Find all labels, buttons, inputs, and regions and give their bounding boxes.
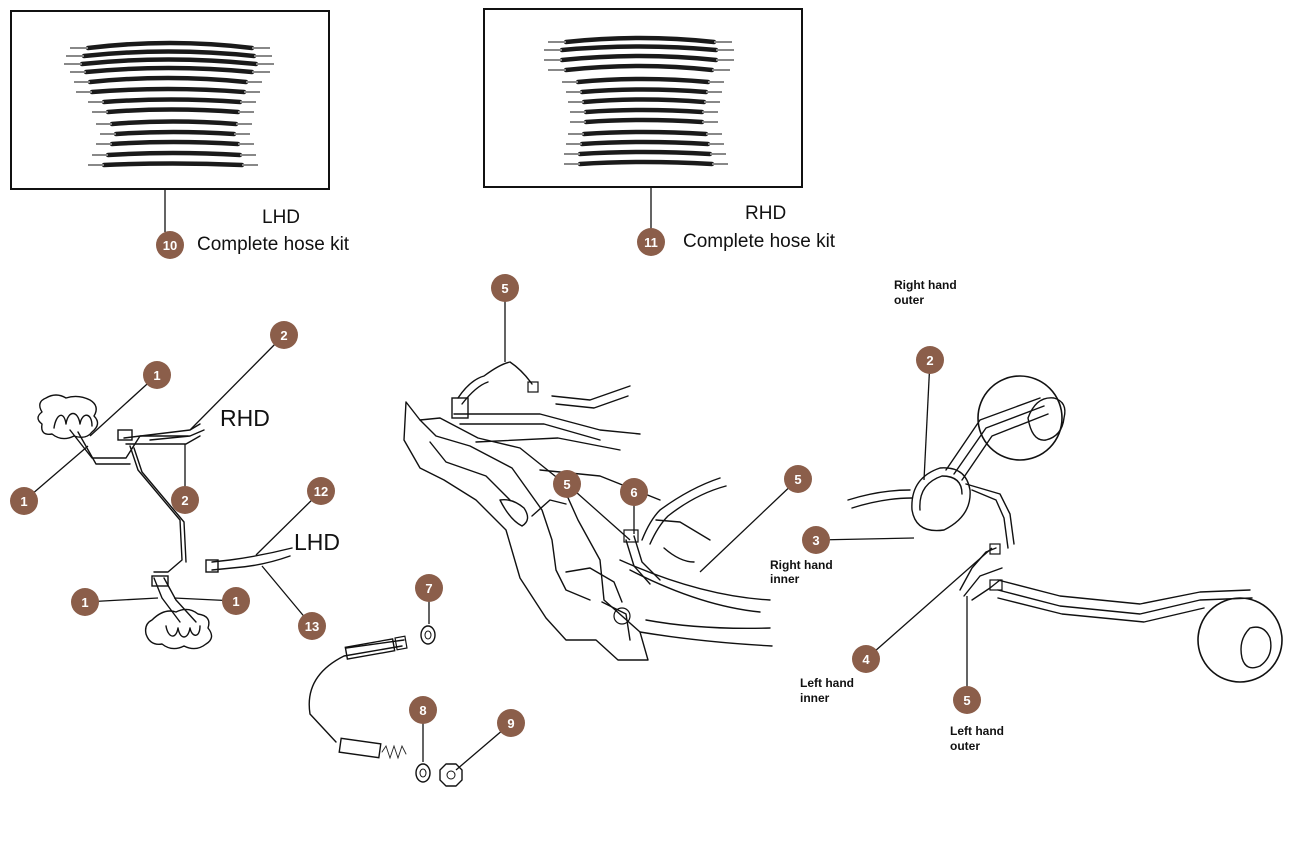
callout-2-rhd-top[interactable]: 2 [270, 321, 298, 349]
callout-5-center-right[interactable]: 5 [784, 465, 812, 493]
callout-1-upper-right[interactable]: 1 [143, 361, 171, 389]
lhd-hose-kit-image [64, 40, 274, 168]
left-hand-outer-label-1: Left hand [950, 724, 1004, 738]
callout-5-left-hand-outer[interactable]: 5 [953, 686, 981, 714]
callout-number: 8 [419, 703, 426, 718]
callout-number: 9 [507, 716, 514, 731]
callout-1-lower-left[interactable]: 1 [71, 588, 99, 616]
rhd-hose-kit-image [544, 35, 734, 167]
callout-11[interactable]: 11 [637, 228, 665, 256]
callout-number: 1 [81, 595, 88, 610]
callout-9[interactable]: 9 [497, 709, 525, 737]
lhd-kit-caption: Complete hose kit [197, 234, 350, 255]
rear-brake-hose-drawing [847, 375, 1283, 683]
callout-10-number: 10 [163, 238, 177, 253]
callout-3[interactable]: 3 [802, 526, 830, 554]
rhd-kit-side-label: RHD [745, 203, 786, 224]
callout-number: 5 [501, 281, 508, 296]
callout-6[interactable]: 6 [620, 478, 648, 506]
callout-13[interactable]: 13 [298, 612, 326, 640]
callout-12[interactable]: 12 [307, 477, 335, 505]
callout-2-right-hand-outer[interactable]: 2 [916, 346, 944, 374]
right-hand-outer-label-1: Right hand [894, 278, 957, 292]
callout-2-rhd-bottom[interactable]: 2 [171, 486, 199, 514]
front-chassis-drawing [403, 361, 773, 661]
callout-4[interactable]: 4 [852, 645, 880, 673]
callout-number: 2 [926, 353, 933, 368]
callout-number: 5 [563, 477, 570, 492]
callout-number: 12 [314, 484, 328, 499]
callout-number: 2 [181, 493, 188, 508]
callout-5-center-left[interactable]: 5 [553, 470, 581, 498]
callout-number: 1 [153, 368, 160, 383]
callout-number: 5 [963, 693, 970, 708]
callout-number: 2 [280, 328, 287, 343]
rhd-hose-kit-panel [483, 8, 803, 230]
callout-number: 13 [305, 619, 319, 634]
right-hand-inner-label-2: inner [770, 572, 800, 586]
rhd-kit-caption: Complete hose kit [683, 231, 836, 252]
right-hand-outer-label-2: outer [894, 293, 924, 307]
callout-8[interactable]: 8 [409, 696, 437, 724]
callout-number: 5 [794, 472, 801, 487]
callout-number: 3 [812, 533, 819, 548]
callout-11-number: 11 [644, 235, 658, 250]
center-bottom-leaders [422, 588, 512, 771]
rhd-label: RHD [220, 405, 270, 431]
right-leaders [815, 359, 993, 700]
lhd-hose-kit-panel [10, 10, 330, 232]
lhd-label: LHD [294, 529, 340, 555]
callout-1-lower-right[interactable]: 1 [222, 587, 250, 615]
callout-number: 4 [862, 652, 870, 667]
callout-7[interactable]: 7 [415, 574, 443, 602]
callout-number: 6 [630, 485, 637, 500]
left-hand-inner-label-2: inner [800, 691, 830, 705]
clutch-hose-drawing [308, 625, 463, 787]
callout-number: 1 [232, 594, 239, 609]
lhd-kit-side-label: LHD [262, 207, 300, 228]
callout-number: 7 [425, 581, 432, 596]
left-leader-lines [23, 334, 322, 627]
left-hand-outer-label-2: outer [950, 739, 980, 753]
right-hand-inner-label-1: Right hand [770, 558, 833, 572]
left-hand-inner-label-1: Left hand [800, 676, 854, 690]
callout-1-upper-left[interactable]: 1 [10, 487, 38, 515]
callout-10[interactable]: 10 [156, 231, 184, 259]
callout-5-clutch-top[interactable]: 5 [491, 274, 519, 302]
callout-number: 1 [20, 494, 27, 509]
